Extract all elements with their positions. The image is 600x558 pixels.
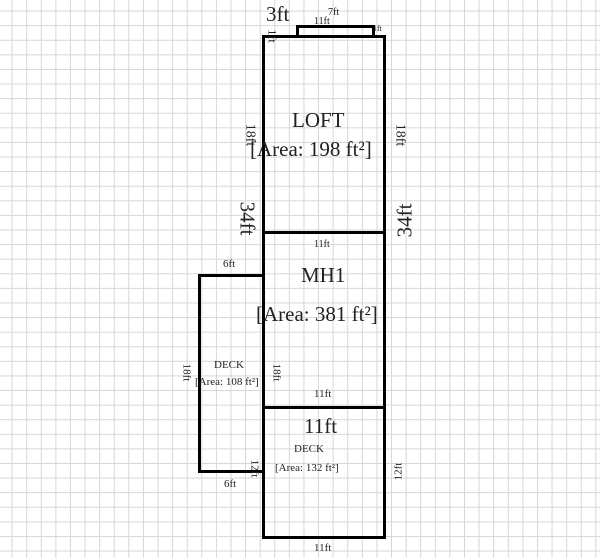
dim-loft-left: 18ft: [242, 123, 258, 147]
dim-1ft-top-left: 1ft: [265, 29, 280, 43]
dim-18ft-mh1-inner: 18ft: [270, 363, 283, 382]
dim-18ft-deck-left: 18ft: [180, 363, 193, 382]
dim-34ft-left: 34ft: [235, 201, 260, 236]
room-area-loft: [Area: 198 ft²]: [250, 137, 372, 161]
room-name-loft: LOFT: [292, 108, 345, 132]
dim-loft-right: 18ft: [392, 123, 408, 147]
dim-11ft-deck: 11ft: [304, 414, 338, 438]
dim-11ft-top: 11ft: [314, 16, 330, 27]
top-bump-outline: [296, 25, 375, 38]
dim-11ft-bottom: 11ft: [314, 542, 332, 554]
dim-6ft-deck-bottom: 6ft: [224, 478, 237, 490]
room-name-mh1: MH1: [301, 263, 346, 287]
dim-1ft-top: 1ft: [373, 24, 382, 33]
room-area-side-deck: [Area: 108 ft²]: [195, 376, 259, 388]
room-area-mh1: [Area: 381 ft²]: [256, 302, 378, 326]
dim-6ft-deck-top: 6ft: [223, 258, 236, 270]
mh1-deck-divider: [262, 406, 386, 409]
dim-34ft-right: 34ft: [392, 203, 417, 238]
room-name-side-deck: DECK: [214, 359, 244, 371]
room-area-deck: [Area: 132 ft²]: [275, 462, 339, 474]
dim-11ft-mid: 11ft: [314, 239, 330, 250]
dim-7ft: 7ft: [328, 7, 340, 18]
side-deck-outline: [198, 274, 265, 473]
dim-12ft-deck-right: 12ft: [392, 462, 405, 481]
room-name-deck: DECK: [294, 443, 324, 455]
dim-3ft: 3ft: [266, 2, 290, 26]
dim-11ft-mh1-bottom: 11ft: [314, 388, 332, 400]
loft-mh1-divider: [262, 231, 386, 234]
dim-12ft-deck-left: 12ft: [248, 459, 261, 478]
